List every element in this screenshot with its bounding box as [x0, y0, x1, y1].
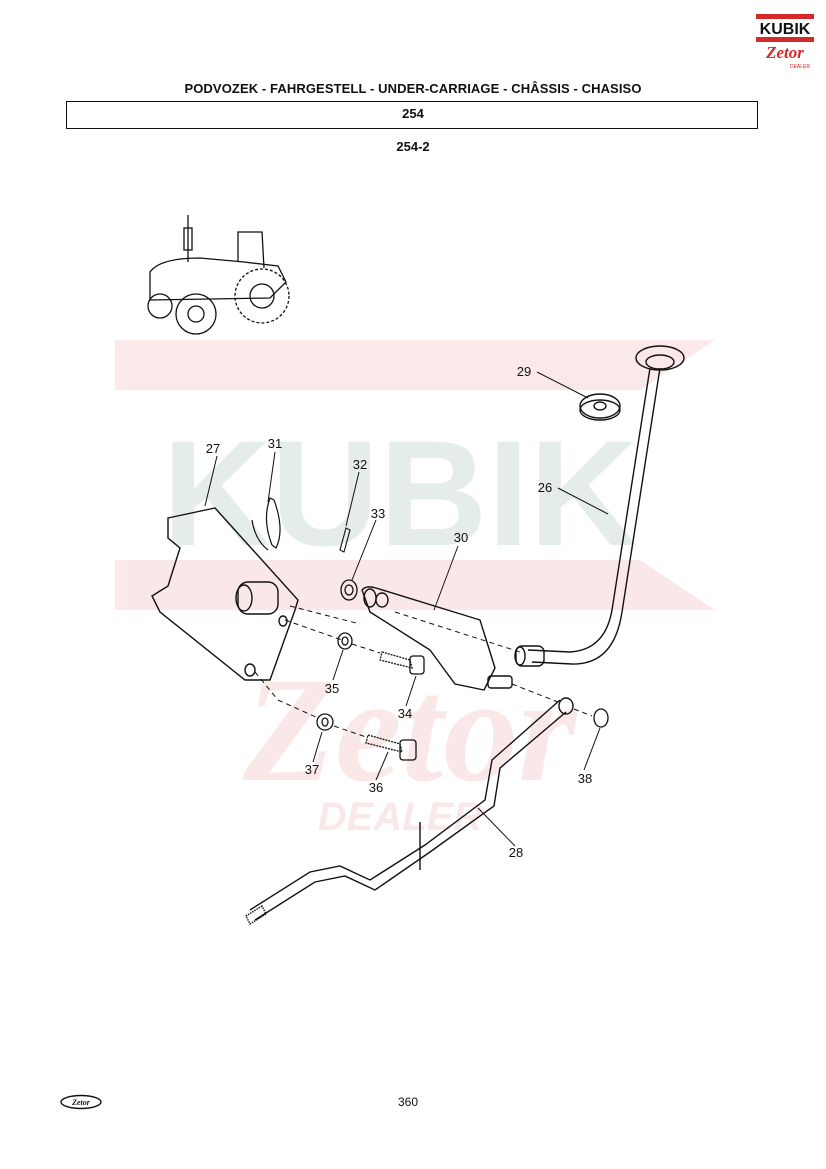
callout-38: 38: [578, 771, 592, 786]
part-34-bolt: [379, 651, 425, 675]
leader-lines: [204, 371, 609, 847]
part-31-spring-clip: [251, 497, 281, 551]
section-box: [66, 101, 758, 129]
section-code: 254: [402, 106, 424, 121]
logo-white-band: [756, 19, 814, 37]
part-29-grommet: [579, 393, 621, 421]
part-35-nut: [337, 632, 353, 650]
callout-28: 28: [509, 845, 523, 860]
callout-36: 36: [369, 780, 383, 795]
callout-29: 29: [517, 364, 531, 379]
part-32-cotter-pin: [339, 527, 351, 553]
page-title: PODVOZEK - FAHRGESTELL - UNDER-CARRIAGE …: [184, 81, 642, 96]
watermark-bottom-band: [115, 560, 715, 610]
part-37-nut: [316, 713, 334, 731]
callout-34: 34: [398, 706, 412, 721]
zetor-footer-logo: Zetor: [60, 1094, 102, 1110]
part-38-ring: [593, 708, 609, 728]
watermark-sub-brand-text: Zetor: [242, 647, 578, 813]
part-27-bracket-plate: [151, 507, 299, 681]
watermark: KUBIK Zetor DEALER: [115, 340, 715, 839]
watermark-brand-text: KUBIK: [163, 409, 638, 577]
tractor-air-intake: [183, 227, 193, 251]
part-33-washer: [340, 579, 358, 601]
logo-sub-brand-text: Zetor: [765, 43, 804, 62]
part-36-bolt: [365, 734, 417, 761]
callout-33: 33: [371, 506, 385, 521]
logo-brand-text: KUBIK: [760, 21, 811, 38]
assembly-guide-lines: [254, 605, 593, 738]
watermark-dealer-text: DEALER: [318, 795, 483, 839]
kubik-zetor-logo: KUBIK Zetor DEALER: [756, 14, 814, 70]
tractor-body: [149, 257, 287, 301]
footer-logo-text: Zetor: [71, 1098, 91, 1107]
watermark-top-band: [115, 340, 715, 390]
callout-32: 32: [353, 457, 367, 472]
tractor-rear-wheel: [234, 268, 290, 324]
logo-dealer-text: DEALER: [790, 64, 810, 70]
callout-27: 27: [206, 441, 220, 456]
tractor-front-wheel: [175, 293, 217, 335]
page-number: 360: [398, 1095, 419, 1109]
part-26-pedal-rod: [514, 345, 685, 667]
callout-26: 26: [538, 480, 552, 495]
subsection-code: 254-2: [396, 139, 430, 154]
callout-37: 37: [305, 762, 319, 777]
callout-31: 31: [268, 436, 282, 451]
callout-30: 30: [454, 530, 468, 545]
tractor-thumbnail: [147, 215, 290, 335]
tractor-rops-frame: [237, 231, 265, 269]
part-30-lever: [361, 586, 513, 691]
callout-35: 35: [325, 681, 339, 696]
part-28-rod: [245, 697, 574, 926]
